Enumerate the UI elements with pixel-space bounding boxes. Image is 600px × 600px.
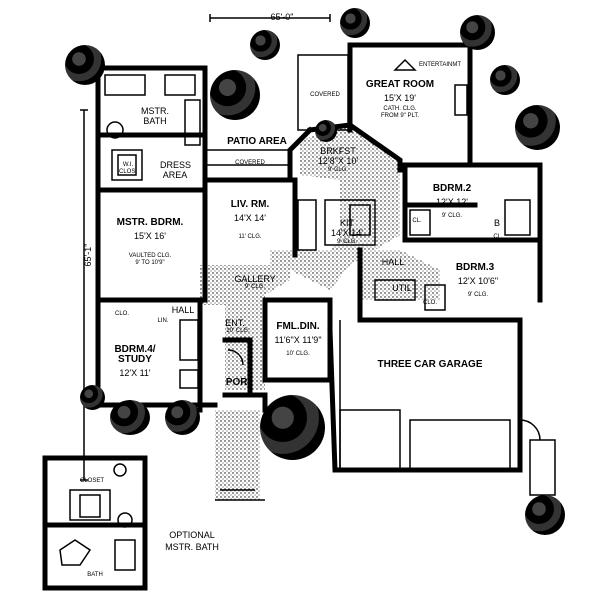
dimension-lines [80,14,331,481]
mstr-bath-label: MSTR. BATH [141,106,169,126]
great-room-size: 15'X 19' [384,93,416,103]
brkfst-label: BRKFST [320,146,356,156]
fml-din-label: FML.DIN. [276,321,320,332]
tree-icon [210,70,260,120]
gallery-label: GALLERY [234,274,276,284]
tree-icon [260,395,325,460]
closet-label: CL. [493,234,503,240]
kit-note: 9' CLG. [336,239,358,245]
ent-note: 10' CLG. [226,328,250,334]
bdrm2-note: 9' CLG. [441,213,463,219]
bdrm4-label: BDRM.4/ STUDY [114,344,156,365]
tree-icon [315,120,337,142]
bdrm3-label: BDRM.3 [455,262,495,273]
tree-icon [80,385,105,410]
gallery-note: 9' CLG. [244,284,266,290]
bath-b-label: B [493,218,501,228]
depth-dimension: 65'-1" [83,243,93,267]
kit-size: 14'X 14' [331,228,363,238]
great-room-label: GREAT ROOM [365,79,435,90]
closet-label: CLO. [114,311,130,317]
patio-label: PATIO AREA [227,136,287,147]
util-label: UTIL [392,283,412,293]
interior-details [104,54,556,501]
liv-rm-size: 14'X 14' [234,213,266,223]
optional-title-line2: MSTR. BATH [165,542,219,552]
bdrm3-note: 9' CLG. [467,292,489,298]
brkfst-note: 9' CLG. [327,167,349,173]
tree-icon [165,400,200,435]
garage-label: THREE CAR GARAGE [377,359,483,370]
tree-icon [110,400,150,435]
kit-label: KIT [339,218,355,228]
dress-area-label: DRESS AREA [160,160,192,180]
tree-icon [65,45,105,85]
mstr-bdrm-note: VAULTED CLG. 9' TO 10'9" [128,253,172,266]
optional-title-line1: OPTIONAL [169,530,215,540]
tree-icon [340,8,370,38]
tree-icon [515,105,560,150]
tree-icon [250,30,280,60]
optional-bath-inset [42,455,148,591]
bdrm4-size: 12'X 11' [119,368,151,378]
mstr-bdrm-label: MSTR. BDRM. [116,217,184,228]
hatched-floor [200,125,440,500]
brkfst-size: 12'8"X 10' [317,156,359,166]
porch-label: POR. [225,377,251,388]
mstr-bdrm-size: 15'X 16' [134,231,166,241]
bdrm2-size: 12'X 12' [436,197,468,207]
width-dimension: 65'-0" [270,12,294,22]
tree-icon [525,495,565,535]
liv-rm-label: LIV. RM. [230,199,270,210]
fml-din-size: 11'6"X 11'9" [274,335,322,345]
fml-din-note: 10' CLG. [286,351,310,357]
entertainment-label: ENTERTAINMT [418,62,462,68]
closet-label: CLO. [422,300,438,306]
tree-icon [490,65,520,95]
bdrm2-label: BDRM.2 [432,183,472,194]
tree-icon [460,15,495,50]
closet-label: CL. [412,218,422,224]
liv-rm-note: 11' CLG. [238,234,262,240]
linen-label: LIN. [157,318,169,324]
wi-clos-label: W.I. CLOS. [118,162,137,175]
optional-closet-label: CLOSET [79,478,105,484]
covered-patio-label: COVERED [235,160,265,166]
great-room-note: CATH. CLG. FROM 9" PLT. [380,106,420,119]
covered-label: COVERED [310,92,340,98]
optional-bath-label: BATH [87,572,103,578]
hall-left-label: HALL [171,305,195,315]
hall-right-label: HALL [381,257,405,267]
bdrm3-size: 12'X 10'6" [457,276,499,286]
ent-label: ENT. [225,318,245,328]
